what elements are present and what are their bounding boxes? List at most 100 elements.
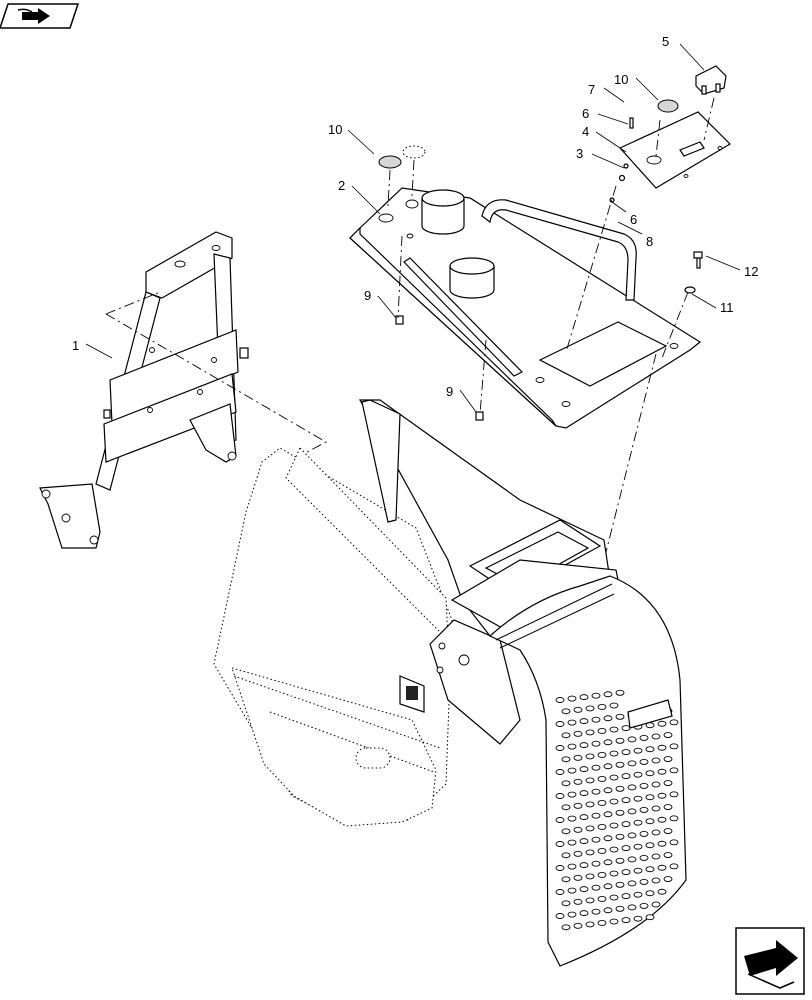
- grille-hole: [597, 848, 607, 854]
- book-arrow-icon[interactable]: [0, 3, 80, 29]
- grille-hole: [615, 857, 625, 864]
- grille-hole: [603, 883, 613, 890]
- grille-hole: [621, 821, 631, 828]
- grille-hole: [615, 761, 625, 768]
- grille-hole: [579, 718, 589, 725]
- bracket-frame-part: [39, 231, 249, 549]
- grille-hole: [555, 841, 565, 847]
- grille-hole: [615, 713, 625, 720]
- grille-hole: [585, 873, 595, 880]
- grille-hole: [597, 824, 607, 830]
- grille-hole: [579, 742, 589, 749]
- grille-hole: [579, 910, 589, 917]
- grille-hole: [639, 902, 649, 909]
- grille-hole: [579, 838, 589, 845]
- grille-hole: [561, 828, 571, 835]
- grille-hole: [651, 805, 661, 812]
- grille-hole: [615, 737, 625, 744]
- grille-hole: [639, 782, 649, 789]
- grille-hole: [639, 806, 649, 813]
- grille-hole: [645, 746, 655, 753]
- callout-9a: 9: [364, 288, 371, 303]
- grille-hole: [639, 758, 649, 765]
- grille-hole: [669, 743, 679, 750]
- grille-hole: [609, 702, 619, 709]
- grille-hole: [573, 778, 583, 785]
- grille-hole: [663, 804, 673, 810]
- grille-hole: [603, 787, 613, 794]
- grille-hole: [645, 770, 655, 777]
- grille-hole: [603, 763, 613, 770]
- grille-hole: [609, 726, 619, 733]
- grille-hole: [663, 852, 673, 858]
- grille-hole: [627, 880, 637, 887]
- grille-hole: [633, 795, 643, 802]
- grille-hole: [603, 739, 613, 746]
- callout-8: 8: [646, 234, 653, 249]
- grille-hole: [621, 917, 631, 924]
- grille-hole: [603, 907, 613, 914]
- callout-1: 1: [72, 338, 79, 353]
- grille-hole: [609, 846, 619, 853]
- grille-hole: [591, 860, 601, 867]
- grille-hole: [651, 901, 661, 908]
- grille-hole: [669, 839, 679, 846]
- grille-hole: [591, 764, 601, 771]
- grille-hole: [555, 769, 565, 775]
- grille-hole: [663, 756, 673, 762]
- callout-6a: 6: [582, 106, 589, 121]
- grille-hole: [591, 884, 601, 891]
- grille-hood-part: [488, 575, 687, 967]
- grille-hole: [573, 730, 583, 737]
- grille-hole: [603, 859, 613, 866]
- grille-hole: [597, 776, 607, 782]
- grille-hole: [621, 749, 631, 756]
- grille-hole: [645, 842, 655, 849]
- grille-hole: [561, 780, 571, 787]
- grille-hole: [561, 804, 571, 811]
- grille-hole: [657, 720, 667, 727]
- callout-12: 12: [744, 264, 758, 279]
- grille-hole: [633, 843, 643, 850]
- grille-hole: [597, 920, 607, 926]
- grille-hole: [573, 802, 583, 809]
- grille-hole: [627, 856, 637, 863]
- grille-hole: [555, 721, 565, 727]
- grille-hole: [651, 733, 661, 740]
- grille-hole: [561, 876, 571, 883]
- grille-hole: [639, 830, 649, 837]
- grille-hole: [555, 889, 565, 895]
- grille-hole: [657, 864, 667, 871]
- grille-hole: [609, 918, 619, 925]
- grille-hole: [657, 744, 667, 751]
- grille-hole: [651, 877, 661, 884]
- callout-6b: 6: [630, 212, 637, 227]
- grille-hole: [633, 819, 643, 826]
- grille-hole: [651, 781, 661, 788]
- grille-hole: [591, 692, 601, 699]
- grille-hole: [639, 734, 649, 741]
- callout-9b: 9: [446, 384, 453, 399]
- grille-hole: [669, 767, 679, 774]
- grille-hole: [615, 785, 625, 792]
- grille-hole: [579, 766, 589, 773]
- grille-hole: [597, 752, 607, 758]
- grille-hole: [567, 695, 577, 702]
- grille-hole: [621, 893, 631, 900]
- grille-hole: [633, 747, 643, 754]
- grille-hole: [555, 745, 565, 751]
- grille-hole: [621, 773, 631, 780]
- frame-part: [358, 399, 621, 745]
- grille-hole: [633, 891, 643, 898]
- next-page-arrow-icon[interactable]: [735, 927, 805, 995]
- grille-hole: [585, 921, 595, 928]
- grille-hole: [555, 913, 565, 919]
- latch-part: [695, 65, 727, 95]
- grille-hole: [561, 900, 571, 907]
- grille-hole: [609, 894, 619, 901]
- grille-hole: [609, 822, 619, 829]
- grille-hole: [567, 911, 577, 918]
- grille-hole: [555, 817, 565, 823]
- callout-10b: 10: [614, 72, 628, 87]
- grille-hole: [579, 790, 589, 797]
